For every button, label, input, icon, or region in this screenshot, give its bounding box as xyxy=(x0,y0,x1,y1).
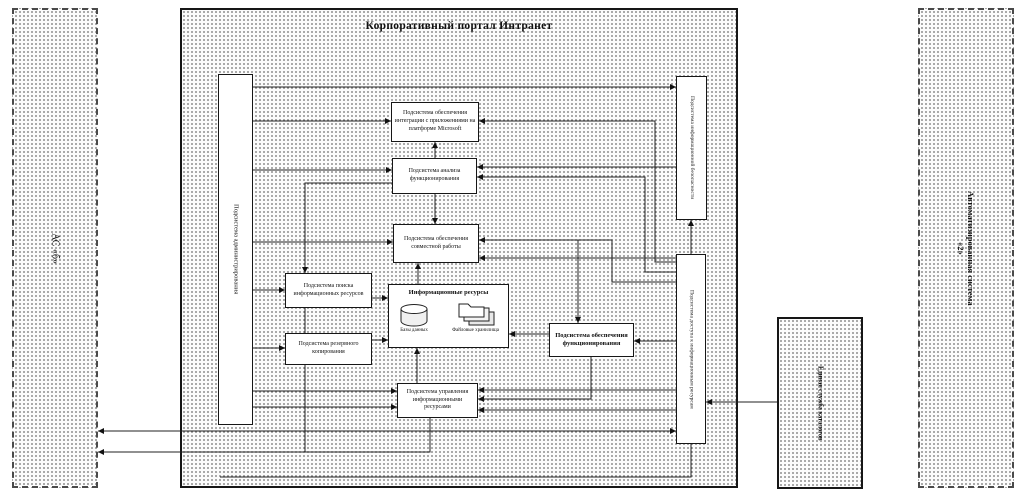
integration-label: Подсистема обеспечения интеграции с прил… xyxy=(394,110,476,132)
backup-label: Подсистема резервного копирования xyxy=(298,341,359,355)
automated-system-label: Автоматизированная система «2» xyxy=(956,191,976,306)
catalog-service-label: Единая служба каталогов xyxy=(816,365,824,441)
box-security-subsystem: Подсистема информационной безопасности xyxy=(676,76,707,220)
search-label: Подсистема поиска информационных ресурсо… xyxy=(293,282,364,297)
databases-label: Базы данных xyxy=(400,328,428,334)
box-integration-subsystem: Подсистема обеспечения интеграции с прил… xyxy=(391,102,479,142)
databases-item: Базы данных xyxy=(398,303,430,335)
box-backup-subsystem: Подсистема резервного копирования xyxy=(285,333,372,365)
box-collaboration-subsystem: Подсистема обеспечения совместной работы xyxy=(393,224,479,263)
external-system-automated-2: Автоматизированная система «2» xyxy=(918,8,1014,488)
information-resources-title: Информационные ресурсы xyxy=(408,289,489,296)
file-storage-item: Файловые хранилища xyxy=(452,301,499,335)
database-icon xyxy=(400,304,428,327)
admin-label: Подсистема администрирования xyxy=(232,204,240,295)
management-label: Подсистема управления информационными ре… xyxy=(406,388,469,411)
analysis-label: Подсистема анализа функционирования xyxy=(408,168,461,182)
collaboration-label: Подсистема обеспечения совместной работы xyxy=(404,235,468,250)
file-storage-icon xyxy=(458,303,494,326)
external-system-as-b: АС «б» xyxy=(12,8,98,488)
box-access-subsystem: Подсистема доступа к информационным ресу… xyxy=(676,254,706,444)
box-management-subsystem: Подсистема управления информационными ре… xyxy=(397,383,478,418)
box-analysis-subsystem: Подсистема анализа функционирования xyxy=(392,158,477,194)
access-label: Подсистема доступа к информационным ресу… xyxy=(688,289,695,409)
box-information-resources: Информационные ресурсы Базы данных Файло… xyxy=(388,284,509,348)
functioning-label: Подсистема обеспечения функционирования xyxy=(555,331,628,347)
as-b-label: АС «б» xyxy=(49,232,61,264)
portal-title: Корпоративный портал Интранет xyxy=(365,20,553,32)
catalog-service-box: Единая служба каталогов xyxy=(777,317,863,489)
security-label: Подсистема информационной безопасности xyxy=(689,96,696,200)
box-functioning-subsystem: Подсистема обеспечения функционирования xyxy=(549,323,634,357)
box-search-subsystem: Подсистема поиска информационных ресурсо… xyxy=(285,273,372,308)
automated-system-label-line2: «2» xyxy=(956,241,966,255)
file-storage-label: Файловые хранилища xyxy=(452,328,499,334)
box-admin-subsystem: Подсистема администрирования xyxy=(218,74,253,425)
information-resources-icons: Базы данных Файловые хранилища xyxy=(398,301,499,335)
automated-system-label-line1: Автоматизированная система xyxy=(966,190,976,306)
